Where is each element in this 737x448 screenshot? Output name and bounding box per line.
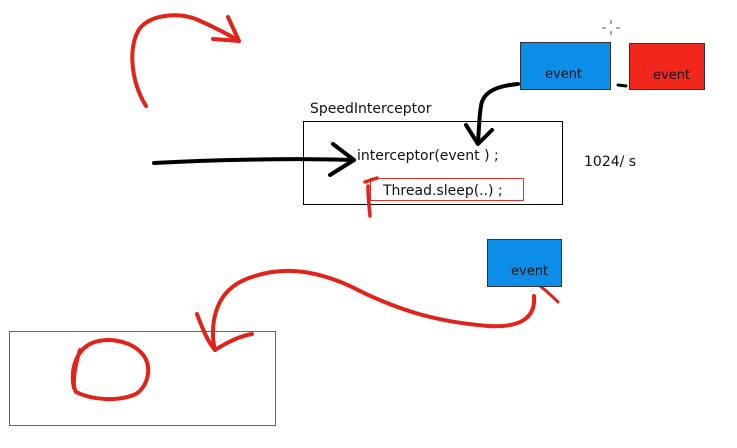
rate-label: 1024/ s [584, 154, 637, 170]
red-arrowhead-top [211, 15, 241, 43]
black-input-arrow [152, 157, 354, 165]
red-curved-arrow-top [130, 13, 241, 108]
red-sleep-mark [363, 176, 379, 218]
event-label: event [653, 68, 691, 83]
red-scribble-circle [70, 338, 151, 401]
sleep-call: Thread.sleep(..) ; [383, 183, 503, 199]
red-curved-arrow-bottom [210, 268, 537, 352]
event-box-blue-top: event [520, 42, 611, 90]
queue-dash [616, 83, 628, 88]
event-label: event [545, 67, 583, 82]
event-label: event [511, 264, 549, 279]
crosshair-cursor-icon [602, 20, 620, 35]
black-event-arrow [476, 82, 520, 144]
red-arrowhead-bottom [195, 312, 254, 352]
queue-box [9, 331, 276, 426]
black-input-arrowhead [328, 142, 356, 177]
interceptor-box [303, 121, 563, 205]
interceptor-call: interceptor(event ) ; [357, 148, 499, 164]
event-box-red: event [629, 43, 705, 90]
event-box-blue-bottom: event [487, 239, 562, 287]
sleep-box [370, 178, 524, 201]
black-event-arrowhead [464, 123, 494, 146]
interceptor-title: SpeedInterceptor [310, 101, 432, 117]
